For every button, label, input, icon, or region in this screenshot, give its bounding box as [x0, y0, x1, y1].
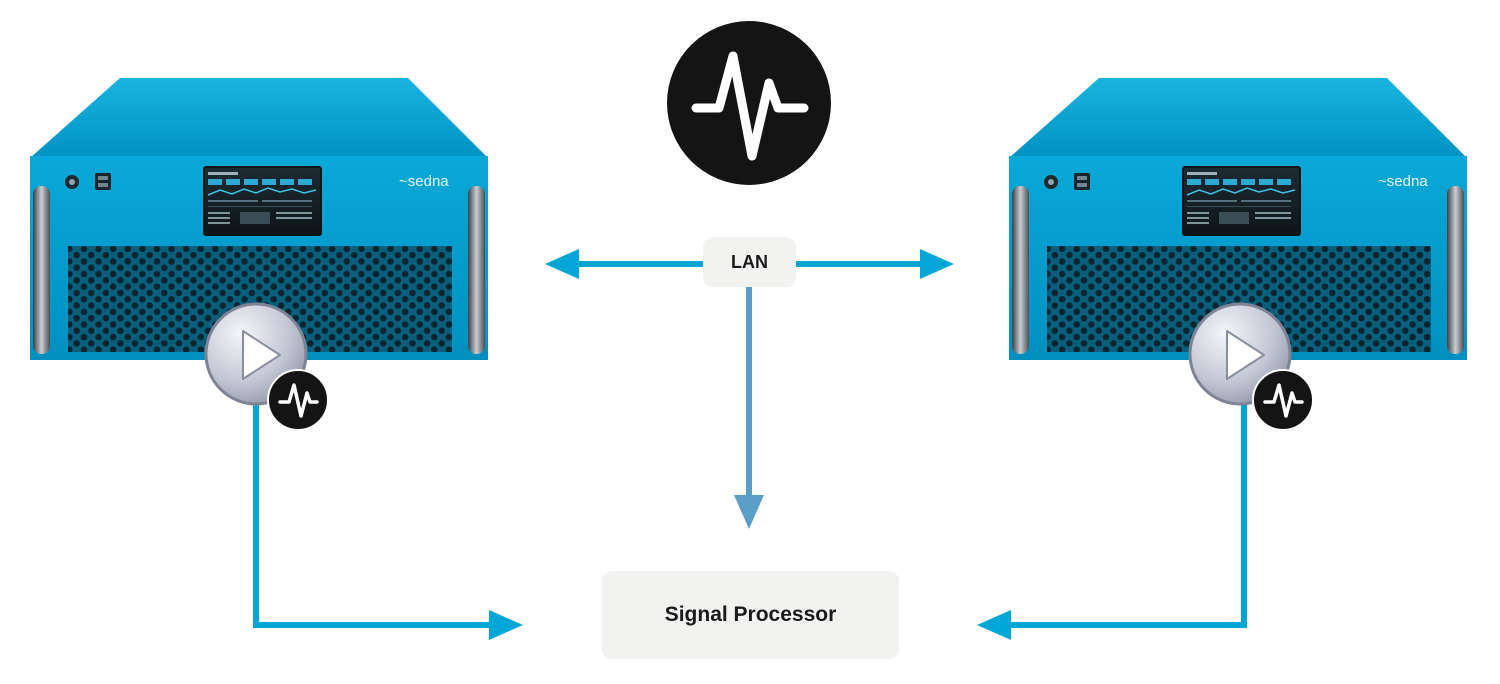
pulse-badge-icon	[1252, 369, 1314, 431]
signal-processor-label: Signal Processor	[664, 603, 837, 626]
top-pulse-icon	[667, 21, 831, 185]
usb-port-icon	[95, 173, 111, 190]
edge-lan-to-left-device	[545, 249, 703, 279]
device-left: ~sedna	[30, 78, 488, 360]
edge-right-device-to-signal-processor	[977, 402, 1247, 640]
usb-port-icon	[1074, 173, 1090, 190]
edge-left-device-to-signal-processor	[253, 402, 523, 640]
lan-node: LAN	[703, 237, 796, 287]
edge-lan-to-right-device	[796, 249, 954, 279]
edge-lan-to-signal-processor	[734, 287, 764, 529]
handle-right	[1447, 186, 1464, 354]
device-brand: ~sedna	[1378, 173, 1428, 190]
device-screen	[1182, 166, 1301, 236]
signal-processor-node: Signal Processor	[602, 571, 899, 659]
connectors	[253, 249, 1247, 640]
handle-left	[33, 186, 50, 354]
device-screen	[203, 166, 322, 236]
lan-label: LAN	[731, 251, 768, 272]
device-brand: ~sedna	[399, 173, 449, 190]
handle-right	[468, 186, 485, 354]
pulse-badge-icon	[267, 369, 329, 431]
handle-left	[1012, 186, 1029, 354]
